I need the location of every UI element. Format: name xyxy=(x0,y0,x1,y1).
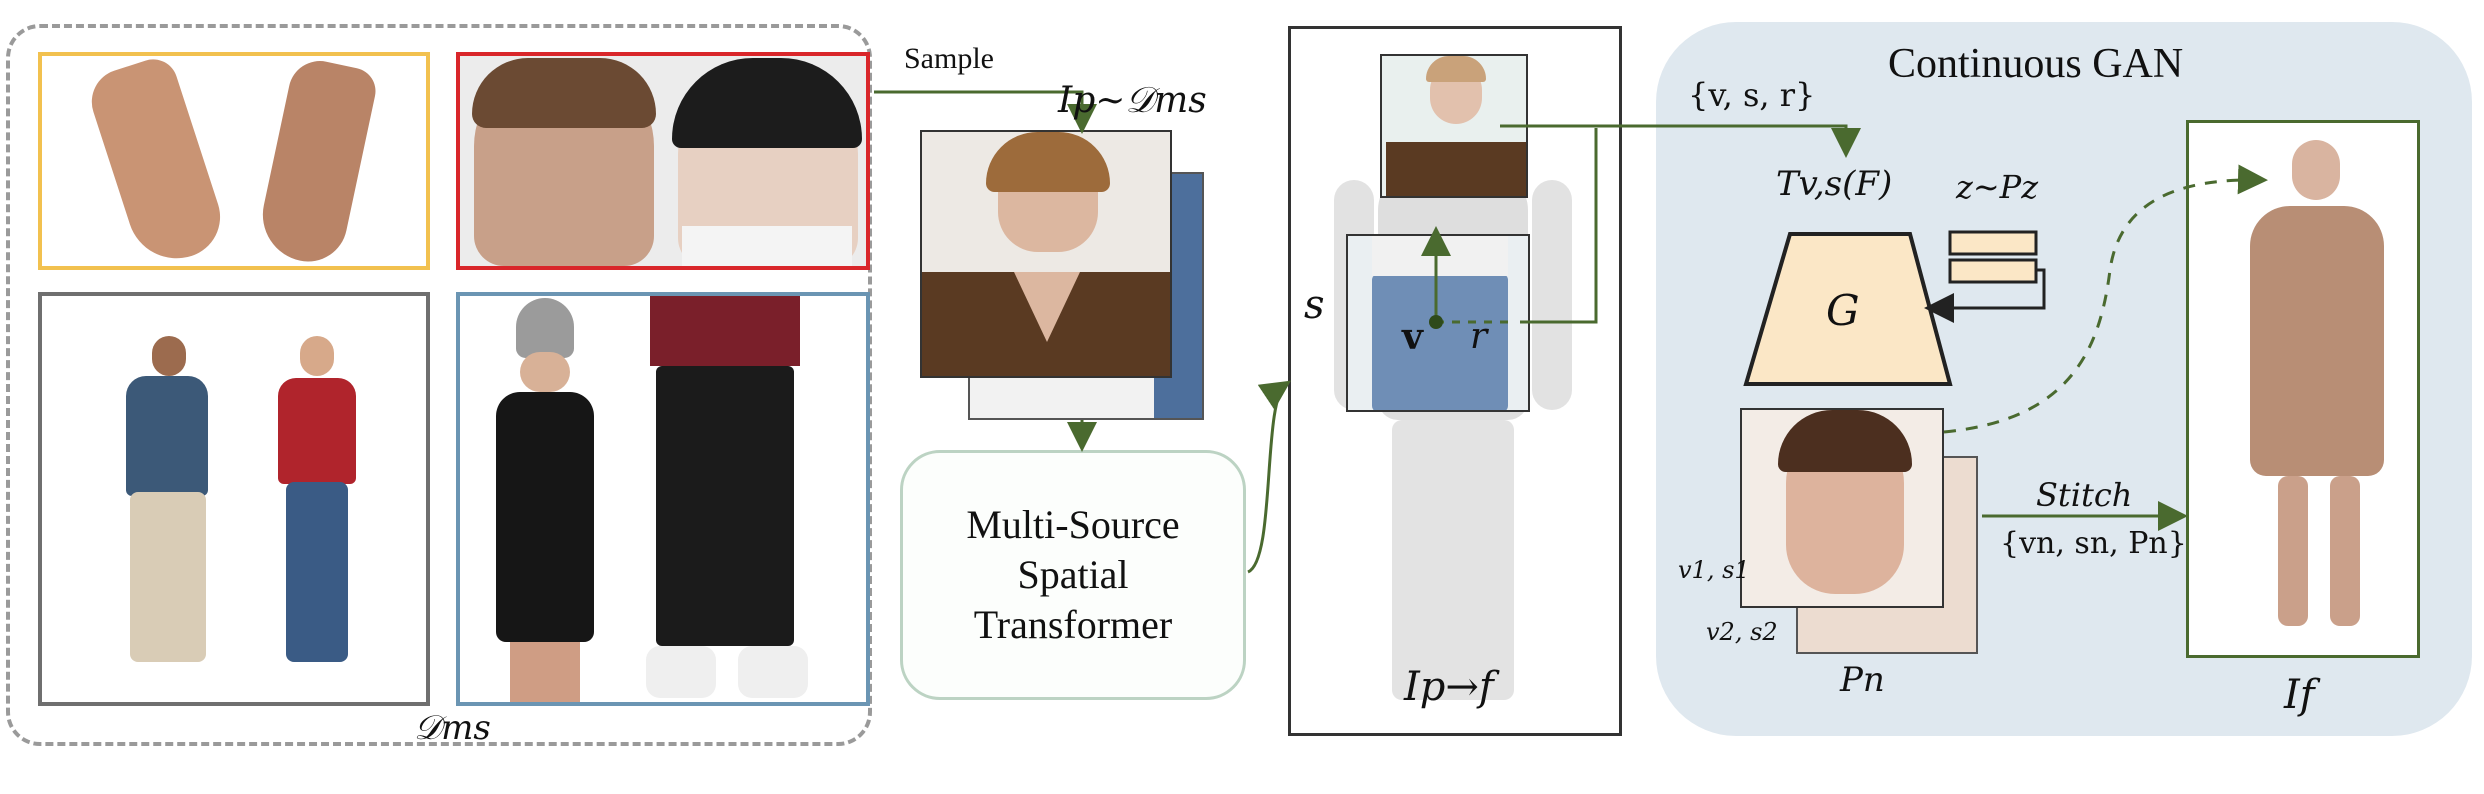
dataset-label: 𝒟ms xyxy=(414,708,491,748)
ipf-label: Ip→f xyxy=(1404,664,1494,710)
stitch-label: Stitch xyxy=(2036,476,2133,514)
mst-label-line2: Spatial xyxy=(1017,552,1129,597)
output-model-head xyxy=(2292,140,2340,200)
mst-label-line3: Transformer xyxy=(973,602,1173,647)
noise-bar-2 xyxy=(1948,258,2038,284)
mst-to-composite-arrow xyxy=(1247,380,1291,574)
noise-bar-1 xyxy=(1948,230,2038,256)
body-silhouette-arm-right xyxy=(1532,180,1572,410)
if-label: If xyxy=(2284,672,2315,718)
transform-label: Tv,s(F) xyxy=(1776,164,1893,204)
v2s2-label: v2, s2 xyxy=(1706,618,1778,646)
fullbody-image xyxy=(38,292,430,706)
sample-arrow xyxy=(874,90,1097,134)
noise-label: z∼Pz xyxy=(1956,168,2039,206)
v1s1-label: v1, s1 xyxy=(1678,556,1750,584)
output-model-leg-left xyxy=(2278,476,2308,626)
pn-to-output-dashed-arrow xyxy=(1943,164,2268,434)
output-model-dress xyxy=(2250,206,2384,476)
sample-formula-label: Ip∼𝒟ms xyxy=(1058,80,1207,121)
noise-to-generator-arrow xyxy=(1924,268,2046,323)
pn-label: Pn xyxy=(1840,660,1885,700)
generator-label: G xyxy=(1826,286,1860,335)
patch-to-transform-arrow xyxy=(1500,124,1861,158)
body-silhouette-legs xyxy=(1392,420,1514,700)
mst-label-line1: Multi-Source xyxy=(966,502,1180,547)
continuous-gan-title: Continuous GAN xyxy=(1888,41,2184,87)
generator-trapezoid xyxy=(1743,232,1953,386)
r-label: r xyxy=(1470,316,1488,357)
v-label: v xyxy=(1402,316,1423,358)
hands-image xyxy=(38,52,430,270)
pn-front-patch xyxy=(1740,408,1944,608)
param-set-label: {v, s, r} xyxy=(1688,76,1816,114)
v-origin-dot xyxy=(1429,315,1443,329)
s-label: s xyxy=(1304,282,1325,328)
output-model-leg-right xyxy=(2330,476,2360,626)
multi-source-spatial-transformer: Multi-Source Spatial Transformer xyxy=(900,450,1246,700)
fashion-image xyxy=(456,292,870,706)
dataset-panel xyxy=(6,24,872,746)
stitch-params-label: {vn, sn, Pn} xyxy=(2000,526,2187,561)
sample-front-image xyxy=(920,130,1172,378)
r-connector xyxy=(1520,128,1598,324)
sample-label: Sample xyxy=(904,42,994,75)
faces-image xyxy=(456,52,870,270)
